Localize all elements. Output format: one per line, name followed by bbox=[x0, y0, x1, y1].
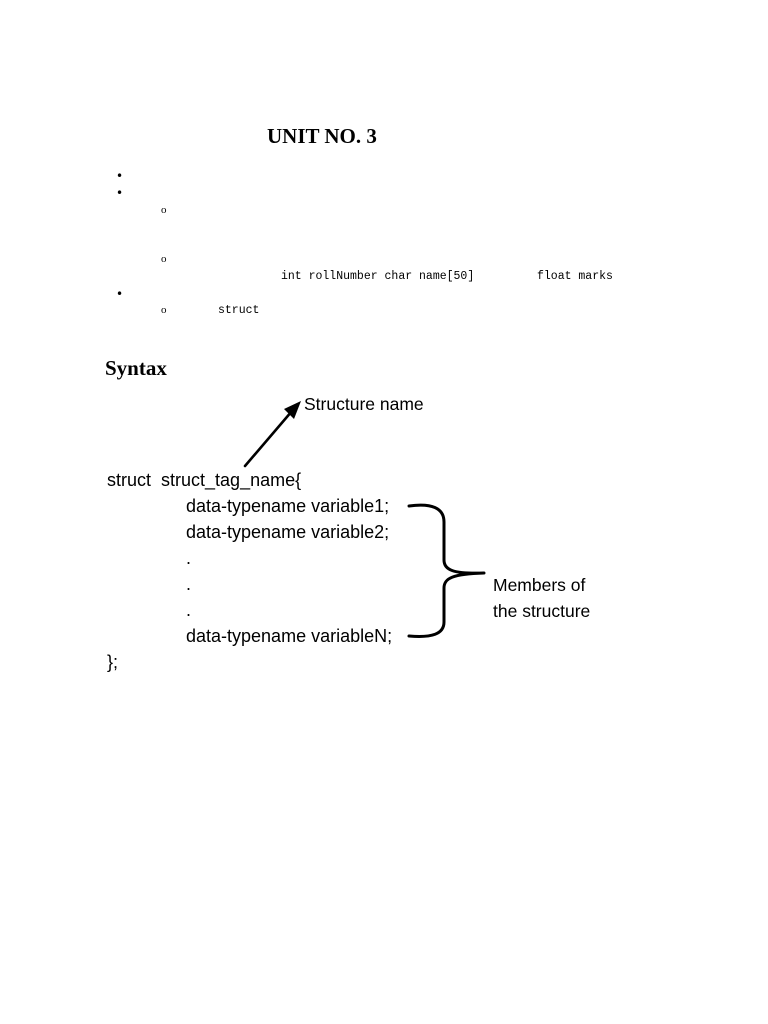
member-dot-1: . bbox=[186, 548, 192, 568]
circle-bullet-icon: o bbox=[161, 304, 167, 316]
curly-brace-icon bbox=[407, 503, 486, 638]
closing-brace: }; bbox=[107, 652, 119, 672]
code-snippet-members: int rollNumber char name[50] bbox=[281, 270, 475, 283]
member-line-2: data-typename variable2; bbox=[186, 522, 390, 542]
arrow-icon bbox=[243, 401, 301, 468]
structure-name-label: Structure name bbox=[304, 394, 424, 414]
members-label-line2: the structure bbox=[493, 601, 591, 621]
circle-bullet-icon: o bbox=[161, 253, 167, 265]
bullet-dot-icon: • bbox=[116, 186, 124, 200]
syntax-heading: Syntax bbox=[105, 356, 167, 380]
member-line-1: data-typename variable1; bbox=[186, 496, 390, 516]
struct-line: struct struct_tag_name{ bbox=[107, 470, 301, 491]
page-title: UNIT NO. 3 bbox=[267, 124, 377, 148]
struct-keyword: struct bbox=[218, 304, 260, 317]
bullet-dot-icon: • bbox=[116, 169, 124, 183]
struct-line-tag: struct_tag_name{ bbox=[161, 470, 302, 490]
code-snippet-float: float marks bbox=[537, 270, 613, 283]
struct-line-keyword: struct bbox=[107, 470, 152, 490]
member-dot-2: . bbox=[186, 574, 192, 594]
bullet-dot-icon: • bbox=[116, 287, 124, 301]
member-dot-3: . bbox=[186, 600, 192, 620]
member-line-n: data-typename variableN; bbox=[186, 626, 393, 646]
members-label-line1: Members of bbox=[493, 575, 586, 595]
circle-bullet-icon: o bbox=[161, 204, 167, 216]
